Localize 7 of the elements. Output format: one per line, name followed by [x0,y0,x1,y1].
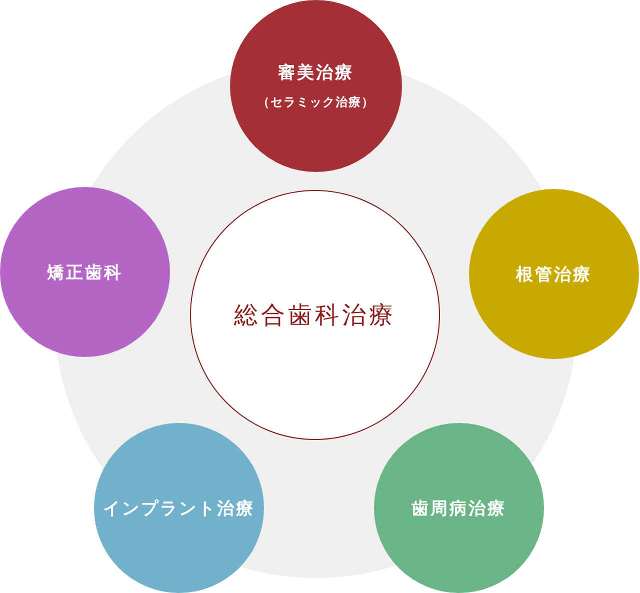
treatment-title: 矯正歯科 [47,262,123,284]
treatment-title: 審美治療 [278,62,354,84]
center-title: 総合歯科治療 [234,300,396,331]
treatment-subtitle: （セラミック治療） [258,94,374,111]
treatment-title: 根管治療 [516,264,592,286]
treatment-title: 歯周病治療 [412,498,506,520]
treatment-title: インプラント治療 [103,498,255,520]
